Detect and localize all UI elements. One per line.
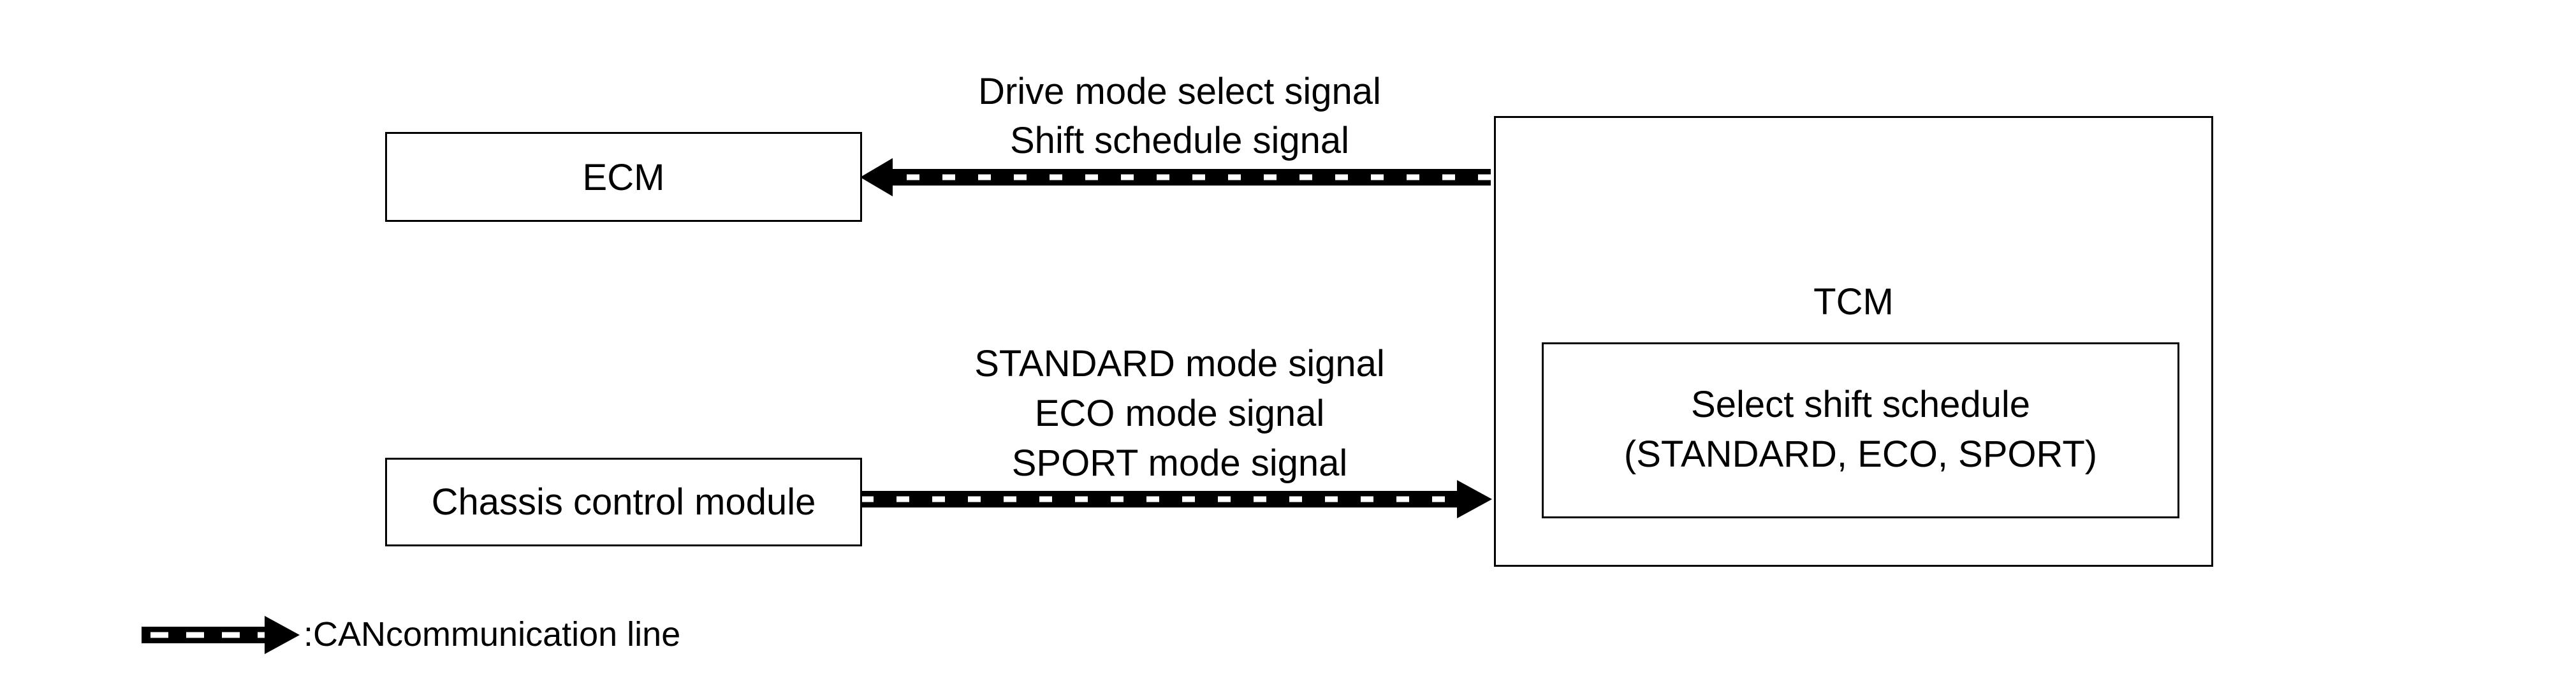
arrowhead-left-icon: [860, 158, 893, 196]
legend-text: :CANcommunication line: [304, 615, 681, 653]
shift-schedule-line-1: Select shift schedule: [1691, 384, 2030, 425]
signal-sport-mode: SPORT mode signal: [1011, 442, 1348, 484]
legend-can-line-icon: [142, 616, 300, 654]
signal-shift-schedule: Shift schedule signal: [1010, 120, 1349, 161]
tcm-box: TCM Select shift schedule (STANDARD, ECO…: [1494, 116, 2213, 567]
ecm-label: ECM: [582, 157, 665, 198]
signal-standard-mode: STANDARD mode signal: [974, 343, 1385, 384]
shift-schedule-box: Select shift schedule (STANDARD, ECO, SP…: [1542, 342, 2179, 518]
tcm-title: TCM: [1813, 281, 1894, 323]
signal-eco-mode: ECO mode signal: [1034, 393, 1325, 434]
chassis-control-module-label: Chassis control module: [431, 481, 816, 523]
chassis-control-module-box: Chassis control module: [385, 458, 862, 546]
can-line-tcm-to-ecm: [860, 158, 1491, 196]
shift-schedule-line-2: (STANDARD, ECO, SPORT): [1623, 434, 2098, 475]
arrowhead-right-icon: [1457, 480, 1492, 518]
ecm-box: ECM: [385, 132, 862, 222]
signal-drive-mode-select: Drive mode select signal: [978, 71, 1381, 112]
can-line-chassis-to-tcm: [861, 480, 1492, 518]
